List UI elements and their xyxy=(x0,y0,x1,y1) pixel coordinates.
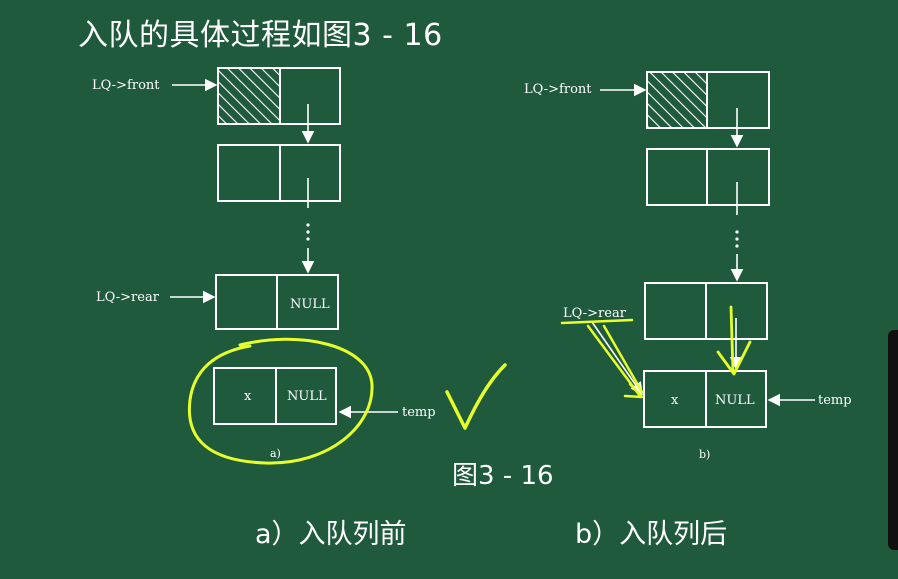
node-b-head xyxy=(646,71,770,129)
node-b-3 xyxy=(644,282,768,340)
link-highlight xyxy=(729,305,735,374)
null-text-b: NULL xyxy=(715,393,755,408)
highlight-circle xyxy=(187,337,374,465)
x-text-a: x xyxy=(244,389,252,404)
rear-label-b: LQ->rear xyxy=(563,306,627,321)
node-a-rear xyxy=(215,274,339,330)
diagram-b: LQ->front x NULL xyxy=(524,71,852,461)
rear-redirect-arrow xyxy=(586,324,644,398)
temp-label-b: temp xyxy=(818,393,852,408)
slide-title: 入队的具体过程如图3 - 16 xyxy=(78,18,443,53)
presenter-edge xyxy=(888,330,898,550)
check-mark xyxy=(445,363,507,430)
node-a-head xyxy=(217,67,341,125)
node-b-2 xyxy=(646,148,770,206)
front-label-a: LQ->front xyxy=(92,78,160,93)
node-a-new xyxy=(213,367,337,425)
front-label-b: LQ->front xyxy=(524,82,592,97)
caption-b: b）入队列后 xyxy=(575,519,728,550)
ellipsis-a xyxy=(306,223,310,241)
node-b-new xyxy=(643,370,767,428)
diagram-a: LQ->front NULL LQ->rear xyxy=(92,67,507,465)
x-text-b: x xyxy=(671,393,679,408)
rear-label-a: LQ->rear xyxy=(96,290,160,305)
sub-label-a: a) xyxy=(270,447,281,460)
temp-label-a: temp xyxy=(402,405,436,420)
figure-label: 图3 - 16 xyxy=(452,461,554,491)
caption-a: a）入队列前 xyxy=(255,519,407,550)
ellipsis-b xyxy=(735,230,739,248)
null-text-a: NULL xyxy=(290,297,330,312)
rear-pointer-b xyxy=(591,321,643,396)
sub-label-b: b) xyxy=(699,448,710,461)
link-highlight-arrowhead xyxy=(716,340,752,376)
rear-arrowhead xyxy=(623,382,644,399)
new-null-text-a: NULL xyxy=(287,389,327,404)
node-a-2 xyxy=(217,144,341,202)
rear-underline xyxy=(560,318,634,325)
